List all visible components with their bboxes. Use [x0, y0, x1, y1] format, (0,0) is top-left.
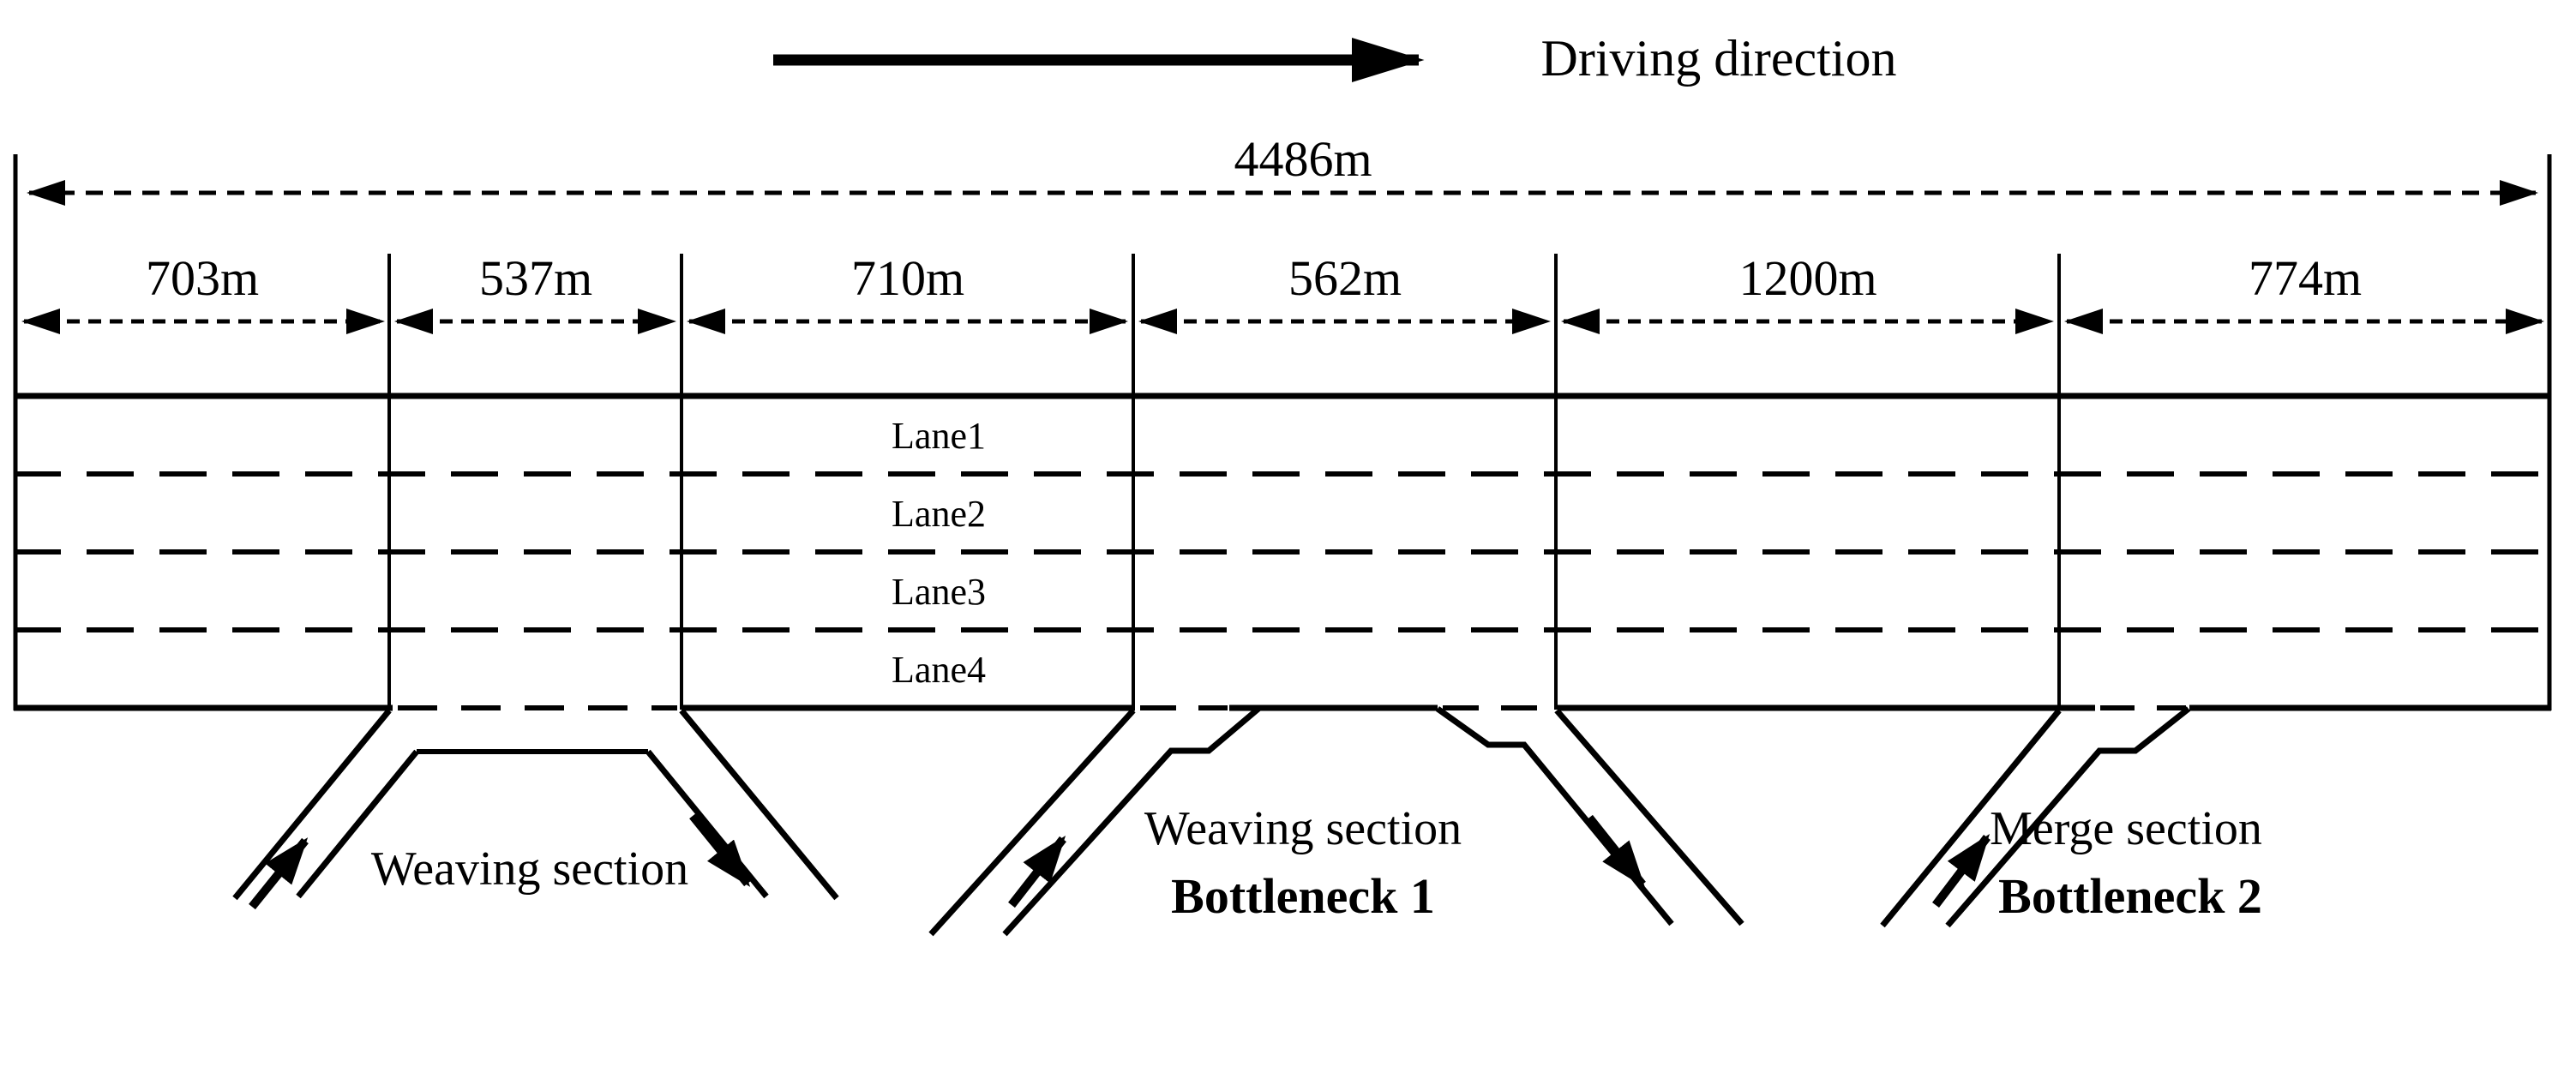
- section-label: Merge section: [1990, 802, 2262, 855]
- lane-label: Lane3: [892, 571, 986, 613]
- section-label: Weaving section: [371, 842, 688, 896]
- onramp-outer-edge: [232, 708, 392, 901]
- lane-label: Lane1: [892, 415, 986, 457]
- onramp-inner-edge: [1945, 706, 2191, 928]
- bottleneck-label: Bottleneck 2: [1998, 868, 2262, 924]
- onramp-inner-edge: [296, 749, 419, 899]
- segment-length-label: 537m: [479, 250, 592, 306]
- offramp-outer-edge: [679, 708, 839, 901]
- onramp-flow-arrow-icon: [1008, 836, 1066, 908]
- segment-length-label: 703m: [146, 250, 259, 306]
- offramp-flow-arrow-icon: [689, 812, 751, 887]
- onramp-flow-arrow-icon: [1932, 834, 1991, 908]
- total-length-label: 4486m: [1234, 131, 1372, 187]
- driving-direction-label: Driving direction: [1541, 30, 1897, 87]
- onramp-inner-edge: [1002, 706, 1261, 937]
- segment-length-label: 710m: [851, 250, 964, 306]
- bottleneck-label: Bottleneck 1: [1171, 868, 1435, 924]
- onramp-outer-edge: [1880, 708, 2062, 928]
- section-label: Weaving section: [1144, 802, 1462, 855]
- onramp-flow-arrow-icon: [249, 837, 309, 910]
- segment-length-label: 562m: [1288, 250, 1402, 306]
- offramp-outer-edge: [1554, 708, 1744, 926]
- lane-label: Lane4: [892, 649, 986, 691]
- segment-length-label: 774m: [2249, 250, 2362, 306]
- lane-label: Lane2: [892, 493, 986, 535]
- onramp-outer-edge: [928, 708, 1136, 937]
- segment-length-label: 1200m: [1738, 250, 1876, 306]
- offramp-flow-arrow-icon: [1586, 814, 1646, 888]
